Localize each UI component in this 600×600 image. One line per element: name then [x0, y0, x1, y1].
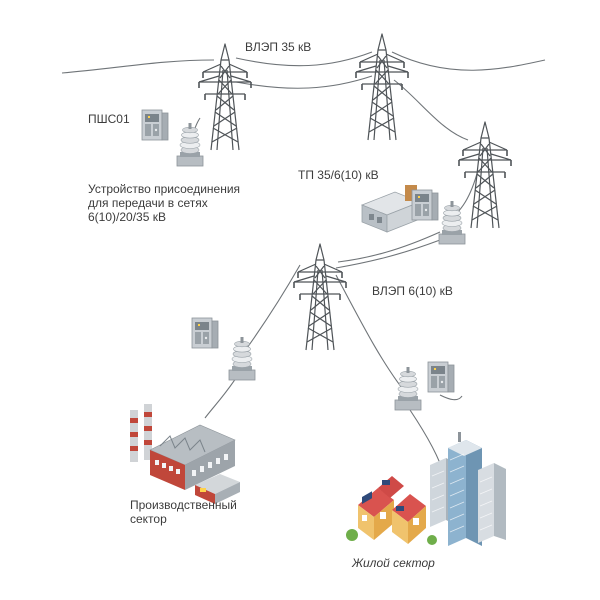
switch-cabinet-icon — [427, 361, 455, 393]
label-line-6-10kv: ВЛЭП 6(10) кВ — [372, 284, 453, 298]
wire-35kv-left — [61, 59, 215, 74]
wire-35kv-span1b — [235, 75, 373, 89]
coupling-device-icon — [176, 122, 204, 167]
label-residential-sector: Жилой сектор — [352, 556, 435, 570]
label-line-35kv: ВЛЭП 35 кВ — [245, 40, 312, 54]
wire-t4-to-industrial — [241, 264, 301, 356]
factory-icon — [130, 404, 240, 504]
wire-35kv-span1 — [235, 51, 373, 67]
wire-35kv-right — [391, 51, 546, 71]
label-coupling-device-line3: 6(10)/20/35 кВ — [88, 210, 166, 224]
switch-cabinet-icon — [411, 189, 439, 221]
coupling-device-icon — [228, 336, 256, 381]
switch-cabinet-icon — [191, 317, 219, 349]
label-coupling-device-line1: Устройство присоединения — [88, 182, 241, 196]
wire-residential-cabinet — [439, 394, 463, 401]
office-towers-icon — [430, 432, 506, 546]
transmission-tower-icon — [458, 121, 512, 229]
label-industrial-line2: сектор — [130, 512, 167, 526]
transmission-tower-icon — [293, 243, 347, 351]
wire-tp-to-t4 — [335, 239, 441, 269]
label-industrial-sector: Производственный сектор — [130, 498, 270, 526]
transmission-tower-icon — [355, 33, 409, 141]
wire-tp-to-t4b — [337, 231, 441, 263]
coupling-device-icon — [394, 366, 422, 411]
wire-35kv-to-t3 — [393, 79, 469, 141]
wire-t4-to-residential — [335, 274, 406, 393]
label-pshs01: ПШС01 — [88, 112, 130, 126]
label-coupling-device: Устройство присоединения для передачи в … — [88, 182, 278, 224]
label-coupling-device-line2: для передачи в сетях — [88, 196, 208, 210]
wire-industrial-coupler-to-factory — [204, 374, 239, 419]
label-industrial-line1: Производственный — [130, 498, 237, 512]
label-tp: ТП 35/6(10) кВ — [298, 168, 379, 182]
substation-building-icon — [360, 185, 422, 233]
switch-cabinet-icon — [141, 109, 169, 141]
houses-icon — [346, 476, 437, 545]
